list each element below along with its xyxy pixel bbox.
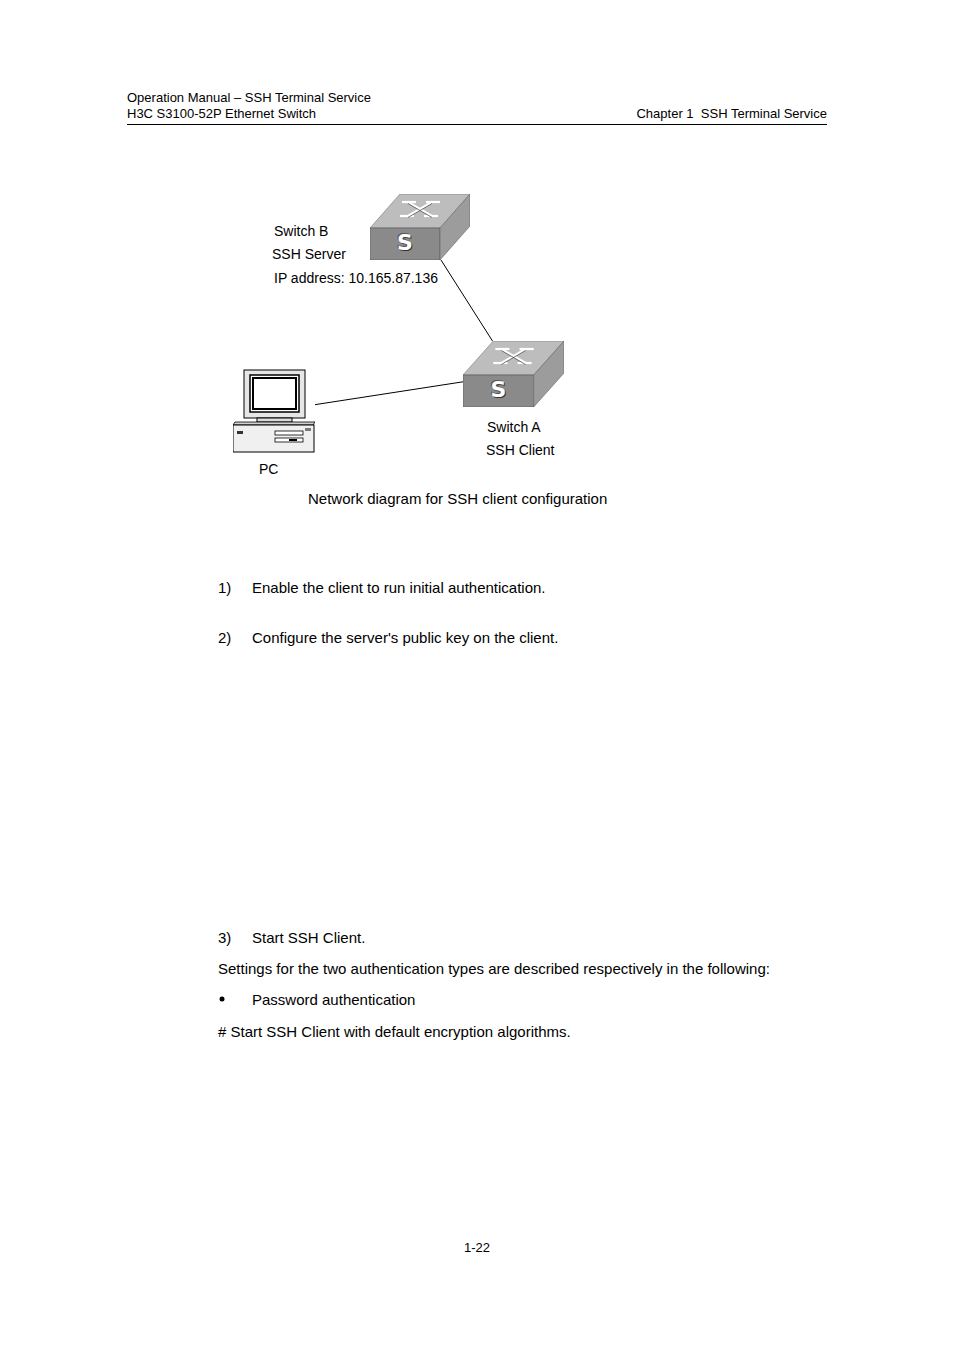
device-role: SSH Server — [271, 246, 347, 262]
switch-node: SSwitch BSSH ServerIP address: 10.165.87… — [370, 194, 470, 260]
step-text: Enable the client to run initial authent… — [252, 579, 546, 596]
device-name: Switch B — [273, 223, 329, 239]
figure-caption: Network diagram for SSH client configura… — [308, 490, 607, 507]
switch-icon — [463, 341, 564, 407]
bullet-dot — [220, 997, 225, 1002]
link-line — [441, 260, 493, 341]
device-name: Switch A — [486, 419, 542, 435]
header-text: H3C S3100-52P Ethernet Switch — [127, 107, 316, 122]
step-number: 3) — [218, 929, 231, 946]
switch-letter: S — [463, 379, 534, 401]
pc-node: PC — [233, 369, 315, 453]
pc-icon — [233, 369, 315, 453]
switch-letter: S — [370, 232, 440, 254]
header-text: Operation Manual – SSH Terminal Service — [127, 91, 371, 106]
header-text: Chapter 1 SSH Terminal Service — [636, 107, 827, 122]
body-text: Settings for the two authentication type… — [218, 960, 770, 977]
header-rule — [127, 124, 827, 125]
switch-icon — [370, 194, 470, 260]
page-number: 1-22 — [464, 1241, 490, 1256]
device-role: SSH Client — [485, 442, 555, 458]
step-text: Start SSH Client. — [252, 929, 365, 946]
switch-node: SSwitch ASSH Client — [463, 341, 564, 407]
bullet-text: Password authentication — [252, 991, 415, 1008]
link-line — [315, 382, 463, 405]
ip-address: IP address: 10.165.87.136 — [273, 270, 439, 286]
step-number: 1) — [218, 579, 231, 596]
body-text: # Start SSH Client with default encrypti… — [218, 1023, 571, 1040]
step-number: 2) — [218, 629, 231, 646]
step-text: Configure the server's public key on the… — [252, 629, 558, 646]
device-name: PC — [258, 461, 279, 477]
